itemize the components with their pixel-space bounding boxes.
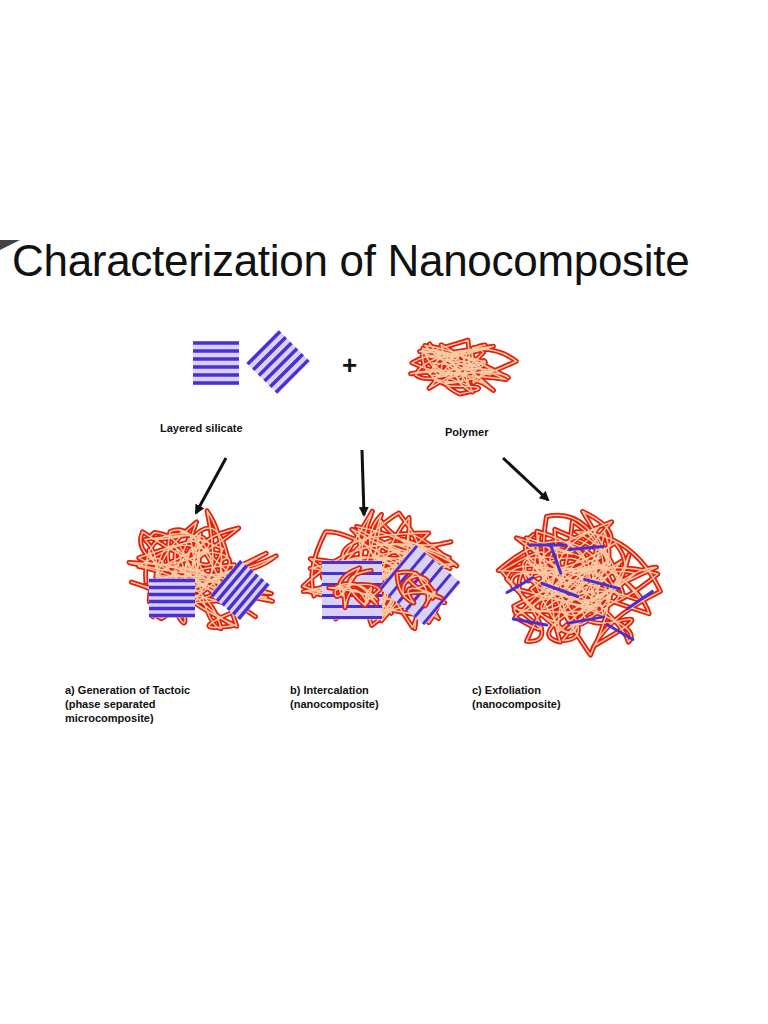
stack-ground — [149, 579, 195, 618]
silicate-stack — [246, 330, 310, 394]
silicate-layer — [149, 586, 195, 590]
silicate-stack — [322, 561, 382, 620]
arrow — [196, 458, 226, 513]
polymer-chain-core — [129, 511, 276, 629]
arrow — [362, 450, 364, 515]
arrow — [503, 458, 548, 500]
tactoid-microcomposite — [129, 511, 276, 629]
silicate-platelet — [569, 547, 603, 550]
silicate-layer — [239, 584, 269, 619]
silicate-layer — [149, 579, 195, 583]
silicate-platelet — [585, 579, 620, 588]
silicate-stack — [210, 560, 269, 620]
silicate-layer — [149, 614, 195, 618]
silicate-platelet — [551, 547, 561, 573]
silicate-layer — [276, 360, 309, 393]
stack-ground — [210, 560, 269, 620]
silicate-layer — [149, 607, 195, 611]
silicate-stack — [379, 545, 460, 626]
result-caption: a) Generation of Tactoic (phase separate… — [65, 683, 225, 725]
polymer-chain — [397, 572, 442, 606]
stack-ground — [246, 330, 310, 394]
result-caption: b) Intercalation (nanocomposite) — [290, 683, 408, 711]
component-label: Layered silicate — [160, 421, 300, 435]
silicate-layer — [193, 365, 239, 369]
silicate-platelet — [513, 619, 546, 625]
page-title: Characterization of Nanocomposite — [12, 236, 689, 286]
stack-ground — [379, 545, 460, 626]
silicate-layer — [193, 349, 239, 353]
silicate-platelet — [607, 625, 633, 640]
silicate-layer — [322, 605, 382, 608]
silicate-layer — [149, 600, 195, 604]
exfoliated-nanocomposite — [498, 512, 660, 656]
silicate-layer — [193, 381, 239, 385]
polymer-chain — [411, 340, 517, 394]
polymer-chain-core — [397, 572, 442, 606]
polymer-coil — [411, 340, 517, 394]
plus-sign: + — [342, 352, 357, 378]
silicate-stack — [149, 579, 195, 618]
result-caption: c) Exfoliation (nanocomposite) — [472, 683, 590, 711]
silicate-platelet — [568, 617, 603, 623]
layered-silicate — [193, 330, 310, 394]
silicate-layer — [193, 373, 239, 377]
silicate-platelet — [628, 591, 653, 608]
silicate-layer — [149, 593, 195, 597]
silicate-layer — [193, 357, 239, 361]
silicate-platelet — [530, 544, 566, 547]
polymer-chain-core — [411, 340, 517, 394]
polymer-chain — [129, 511, 276, 629]
intercalated-nanocomposite — [303, 511, 461, 629]
polymer-chain-core — [329, 568, 380, 608]
silicate-stack — [193, 341, 239, 385]
component-label: Polymer — [445, 425, 535, 439]
polymer-chain — [329, 568, 380, 608]
stack-ground — [322, 561, 382, 620]
silicate-platelet — [542, 584, 578, 597]
polymer-chain — [498, 512, 660, 656]
silicate-layer — [322, 616, 382, 619]
silicate-layer — [322, 561, 382, 564]
silicate-layer — [193, 341, 239, 345]
stack-ground — [193, 341, 239, 385]
silicate-platelet — [507, 578, 533, 593]
polymer-chain-core — [498, 512, 660, 656]
